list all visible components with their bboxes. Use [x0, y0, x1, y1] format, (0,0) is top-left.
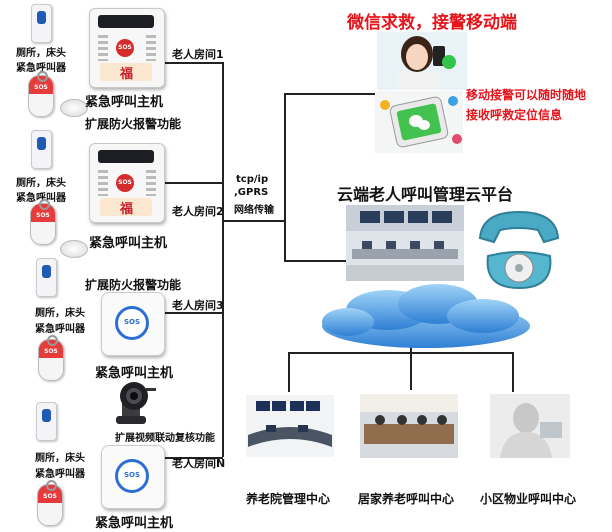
platform-title: 云端老人呼叫管理云平台 [337, 185, 514, 204]
cloud-to-centers-h [288, 352, 514, 354]
sos-text: SOS [123, 318, 141, 326]
room2-host-label: 紧急呼叫主机 [89, 236, 168, 251]
room1-remote-label-2: 紧急呼叫器 [16, 63, 66, 74]
sos-pendant-3: SOS [38, 335, 64, 381]
center1-label: 养老院管理中心 [246, 492, 331, 506]
home-care-center-photo [360, 394, 458, 458]
network-label-2: ,GPRS [234, 187, 269, 198]
cloud-to-centers-3 [512, 352, 514, 392]
room1-label: 老人房间1 [172, 48, 224, 61]
sos-text: SOS [43, 493, 57, 500]
sos-pendant-1: SOS [28, 71, 54, 117]
bathroom-call-button-n [36, 402, 57, 441]
bathroom-call-button-1 [31, 4, 52, 43]
bus-line-left [222, 62, 224, 457]
bathroom-call-button-2 [31, 130, 52, 169]
room2-label: 老人房间2 [172, 205, 224, 218]
sos-text: SOS [36, 212, 50, 219]
emergency-host-1: SOS [89, 8, 165, 88]
smoke-detector-1 [60, 99, 88, 117]
room3-connector [165, 312, 223, 314]
room2-extra-label: 扩展防火报警功能 [85, 278, 182, 292]
sos-text: SOS [123, 471, 141, 479]
bus-line-right [284, 93, 286, 261]
bathroom-call-button-3 [36, 258, 57, 297]
sos-text: SOS [116, 39, 134, 57]
wechat-title: 微信求救，接警移动端 [347, 13, 517, 33]
platform-connector [284, 260, 346, 262]
network-label-1: tcp/ip [236, 174, 269, 185]
room2-remote-label-2: 紧急呼叫器 [16, 193, 66, 204]
network-label-3: 网络传输 [234, 205, 274, 216]
mobile-connector [284, 93, 376, 95]
room1-connector [165, 62, 223, 64]
room1-extra-label: 扩展防火报警功能 [85, 117, 182, 131]
sos-text: SOS [116, 174, 134, 192]
room2-remote-label-1: 厕所，床头 [16, 178, 66, 189]
cloud-stub [410, 332, 412, 390]
roomN-host-label: 紧急呼叫主机 [95, 516, 174, 531]
sos-text: SOS [44, 348, 58, 355]
cloud-to-centers-1 [288, 352, 290, 392]
center3-label: 小区物业呼叫中心 [480, 492, 577, 506]
mobile-note-line2: 接收呼救定位信息 [466, 108, 563, 122]
room1-host-label: 紧急呼叫主机 [85, 95, 164, 110]
woman-phone-photo [377, 32, 467, 90]
emergency-host-3: SOS [101, 292, 165, 356]
camera-icon [116, 382, 156, 424]
room3-host-label: 紧急呼叫主机 [95, 366, 174, 381]
room1-remote-label-1: 厕所，床头 [16, 48, 66, 59]
nursing-home-center-photo [246, 395, 334, 457]
wechat-phone-photo [375, 91, 463, 153]
smoke-detector-2 [60, 240, 88, 258]
emergency-host-2: SOS [89, 143, 165, 223]
roomN-remote-label-1: 厕所，床头 [35, 453, 85, 464]
room2-connector [165, 182, 223, 184]
mobile-note-line1: 移动接警可以随时随地 [466, 88, 587, 102]
center2-label: 居家养老呼叫中心 [358, 492, 455, 506]
call-center-office-photo [346, 205, 464, 281]
telephone-icon [478, 210, 560, 290]
trunk-line [222, 220, 284, 222]
roomN-connector [165, 457, 223, 459]
room3-remote-label-2: 紧急呼叫器 [35, 324, 85, 335]
sos-pendant-n: SOS [37, 480, 63, 526]
emergency-host-n: SOS [101, 445, 165, 509]
cloud-icon [322, 284, 530, 348]
sos-text: SOS [34, 84, 48, 91]
room3-label: 老人房间3 [172, 299, 224, 312]
property-center-photo [490, 394, 570, 458]
sos-pendant-2: SOS [30, 199, 56, 245]
room3-remote-label-1: 厕所，床头 [35, 308, 85, 319]
roomN-extra-label: 扩展视频联动复核功能 [115, 433, 215, 444]
roomN-label: 老人房间N [172, 457, 226, 470]
roomN-remote-label-2: 紧急呼叫器 [35, 469, 85, 480]
